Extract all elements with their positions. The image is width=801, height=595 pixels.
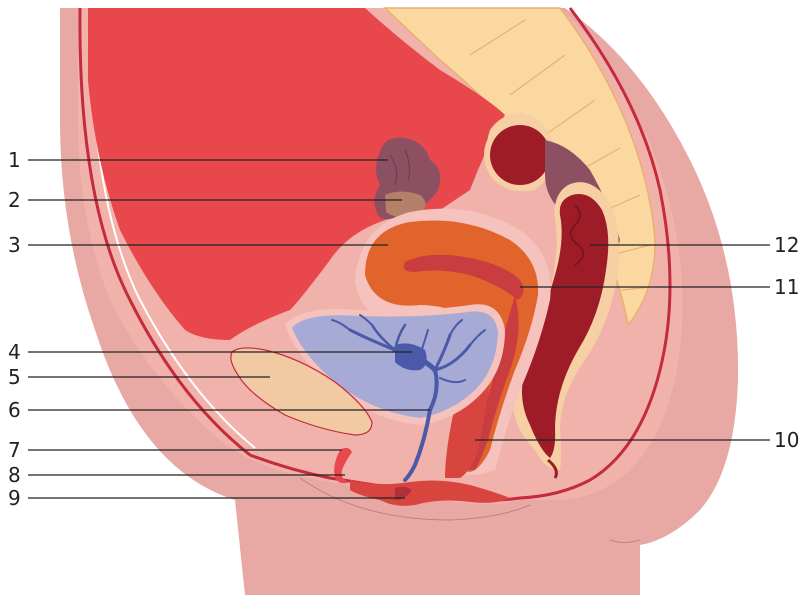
label-12: 12 xyxy=(774,233,799,257)
label-8: 8 xyxy=(8,463,21,487)
label-1: 1 xyxy=(8,148,21,172)
label-9: 9 xyxy=(8,486,21,510)
label-5: 5 xyxy=(8,365,21,389)
sigmoid-colon-lumen xyxy=(490,125,550,185)
label-11: 11 xyxy=(774,275,799,299)
label-10: 10 xyxy=(774,428,799,452)
label-6: 6 xyxy=(8,398,21,422)
label-3: 3 xyxy=(8,233,21,257)
label-4: 4 xyxy=(8,340,21,364)
label-2: 2 xyxy=(8,188,21,212)
label-7: 7 xyxy=(8,438,21,462)
